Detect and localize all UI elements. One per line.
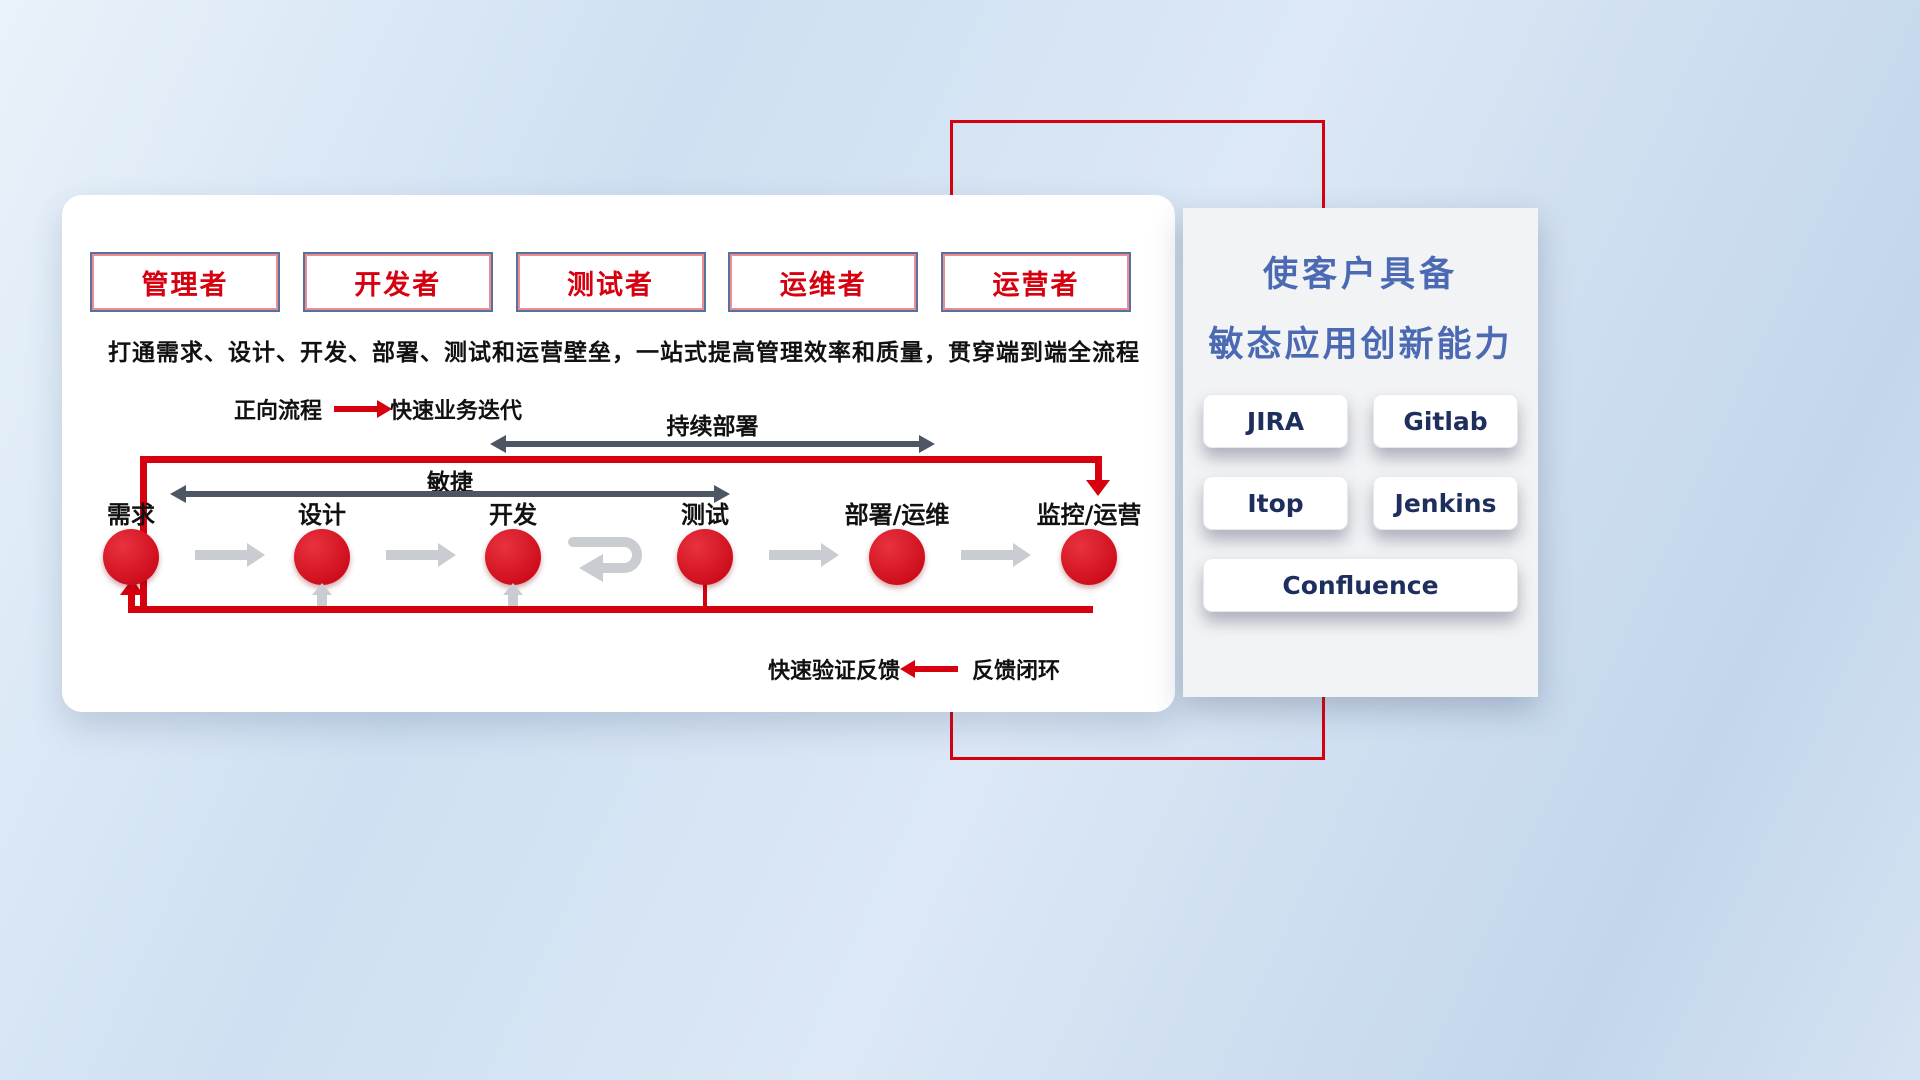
loop-bottom-line — [128, 606, 1093, 613]
agile-arrow-icon — [170, 485, 730, 503]
stage-design: 设计 — [232, 501, 412, 585]
stage-label: 监控/运营 — [1036, 501, 1142, 529]
tool-itop: Itop — [1203, 476, 1348, 530]
role-label: 开发者 — [354, 269, 442, 301]
role-label: 管理者 — [141, 269, 229, 301]
tools-grid: JIRA Gitlab Itop Jenkins Confluence — [1203, 394, 1518, 612]
flow-arrow-icon — [769, 543, 839, 567]
feedback-up-arrow — [508, 594, 518, 606]
role-box-developer: 开发者 — [302, 252, 493, 312]
role-box-operator: 运营者 — [941, 252, 1131, 312]
stage-node-icon — [1061, 529, 1117, 585]
role-box-manager: 管理者 — [90, 252, 280, 312]
role-box-ops: 运维者 — [728, 252, 919, 312]
loop-top-line — [140, 456, 1102, 463]
legend-feedback-label: 快速验证反馈 — [768, 659, 901, 684]
legend-forward-label: 正向流程 — [234, 399, 323, 424]
tool-confluence: Confluence — [1203, 558, 1518, 612]
stage-testing: 测试 — [615, 501, 795, 585]
stage-node-icon — [103, 529, 159, 585]
stage-label: 开发 — [489, 501, 537, 529]
stage-label: 测试 — [681, 501, 729, 529]
tool-jenkins: Jenkins — [1373, 476, 1518, 530]
feedback-arrow-icon — [900, 660, 959, 678]
legend-forward-value: 快速业务迭代 — [390, 399, 523, 424]
stage-development: 开发 — [423, 501, 603, 585]
stage-node-icon — [294, 529, 350, 585]
loop-down-arrow-icon — [1086, 480, 1110, 496]
legend-feedback: 快速验证反馈 反馈闭环 — [768, 653, 1060, 685]
stage-node-icon — [869, 529, 925, 585]
panel-title-line1: 使客户具备 — [1262, 255, 1458, 295]
legend-feedback-value: 反馈闭环 — [972, 659, 1061, 684]
loop-right-line — [1095, 456, 1102, 482]
feedback-up-arrow — [317, 594, 327, 606]
feedback-up-arrow-icon — [503, 583, 523, 595]
stage-node-icon — [485, 529, 541, 585]
role-box-tester: 测试者 — [515, 252, 706, 312]
stage-deploy-ops: 部署/运维 — [807, 501, 987, 585]
role-label: 运营者 — [992, 269, 1080, 301]
roles-row: 管理者 开发者 测试者 运维者 运营者 — [90, 252, 1131, 312]
tools-panel: 使客户具备 敏态应用创新能力 JIRA Gitlab Itop Jenkins … — [1183, 208, 1538, 697]
tool-jira: JIRA — [1203, 394, 1348, 448]
flow-arrow-icon — [386, 543, 456, 567]
stage-monitor-operate: 监控/运营 — [999, 501, 1179, 585]
stage-label: 设计 — [298, 501, 346, 529]
flow-arrow-icon — [195, 543, 265, 567]
panel-title-line2: 敏态应用创新能力 — [1208, 325, 1513, 365]
stage-requirements: 需求 — [41, 501, 221, 585]
loop-up-line — [128, 593, 135, 607]
stage-label: 需求 — [107, 501, 155, 529]
forward-arrow-icon — [334, 400, 393, 418]
iteration-loop-icon — [568, 537, 642, 582]
devops-flow-card: 管理者 开发者 测试者 运维者 运营者 打通需求、设计、开发、部署、测试和运营壁… — [62, 195, 1175, 712]
flow-arrow-icon — [961, 543, 1031, 567]
stage-label: 部署/运维 — [844, 501, 950, 529]
stage-node-icon — [677, 529, 733, 585]
feedback-up-arrow-icon — [312, 583, 332, 595]
legend-forward: 正向流程 快速业务迭代 — [234, 393, 522, 425]
description-text: 打通需求、设计、开发、部署、测试和运营壁垒，一站式提高管理效率和质量，贯穿端到端… — [108, 340, 1140, 366]
role-label: 运维者 — [779, 269, 867, 301]
continuous-deploy-arrow-icon — [490, 435, 935, 453]
continuous-deploy-label: 持续部署 — [666, 414, 759, 440]
role-label: 测试者 — [567, 269, 654, 301]
tool-gitlab: Gitlab — [1373, 394, 1518, 448]
test-feedback-line — [703, 583, 707, 607]
